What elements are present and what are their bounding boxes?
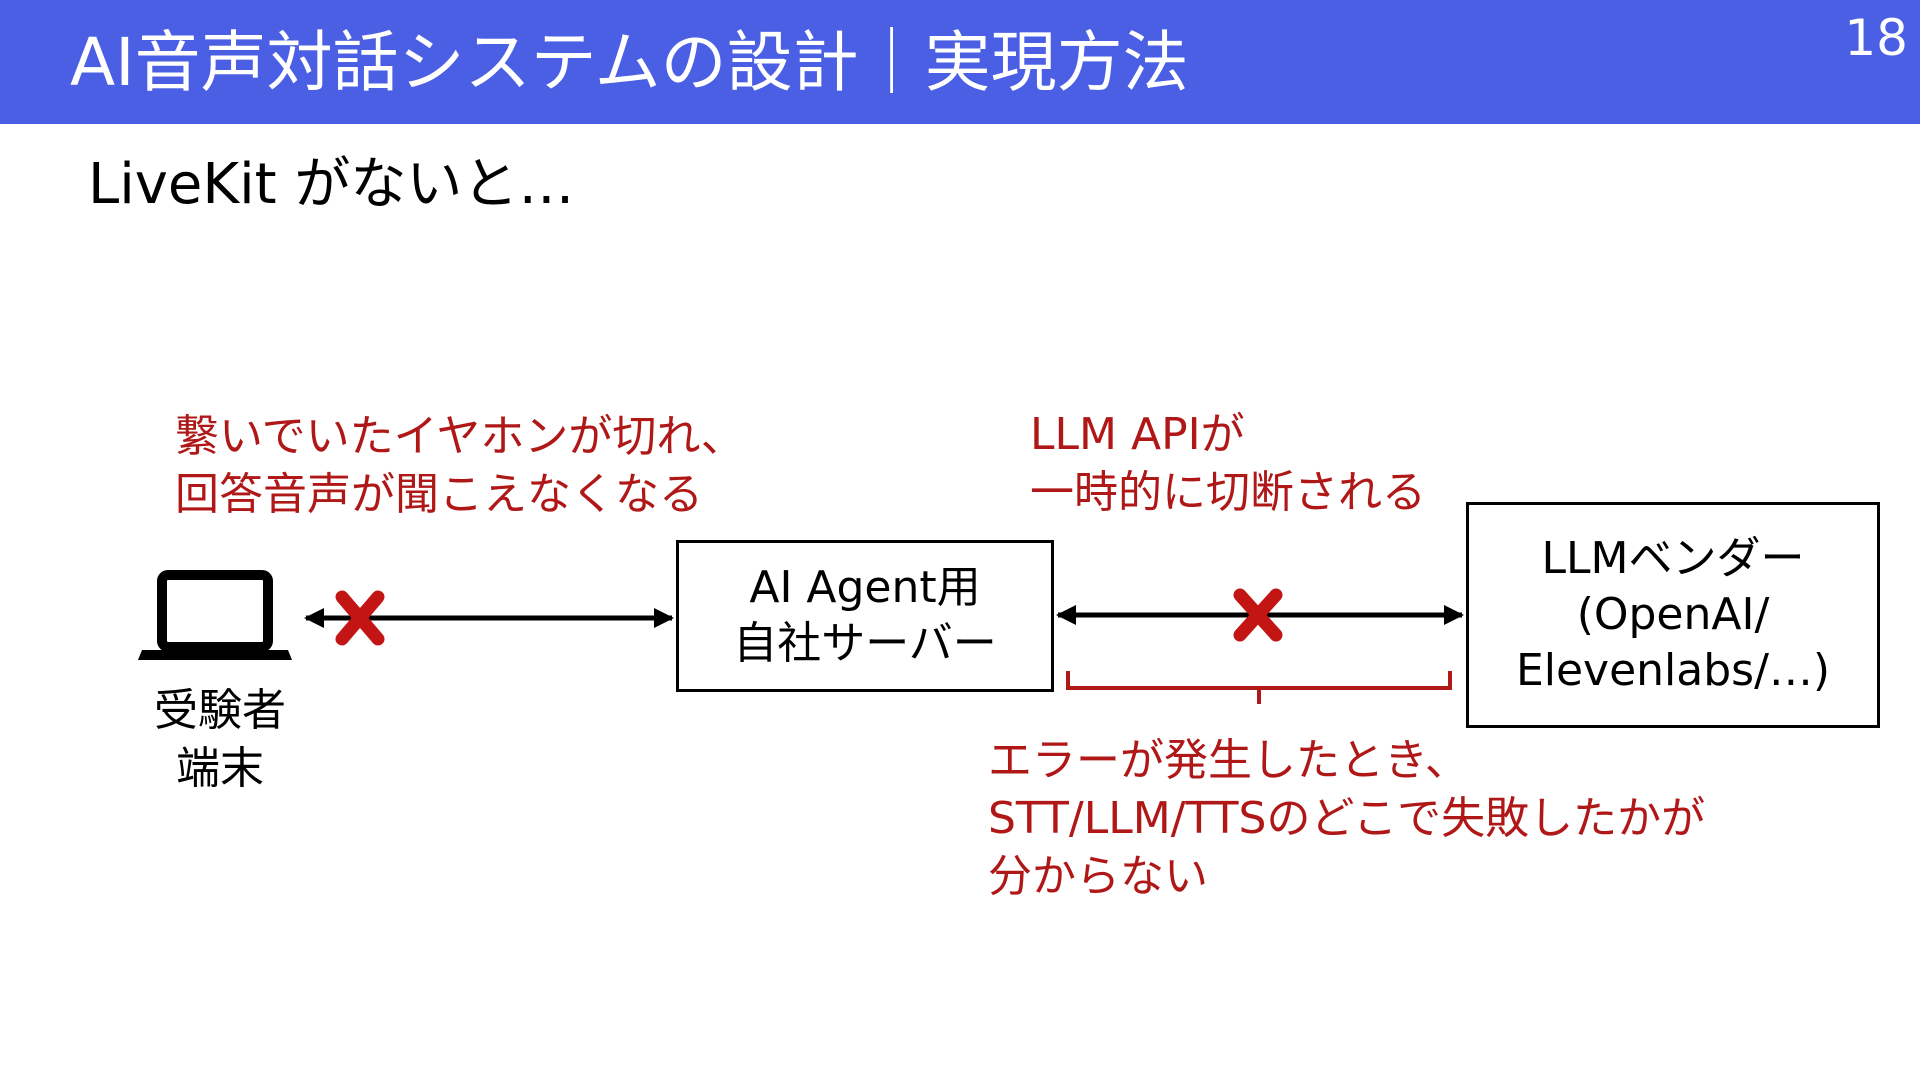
vendor-label-line: LLMベンダー bbox=[1541, 533, 1805, 584]
header-bar: AI音声対話システムの設計｜実現方法 18 bbox=[0, 0, 1920, 124]
note-line: エラーが発生したとき、 bbox=[988, 735, 1469, 786]
note-line: 繋いでいたイヤホンが切れ、 bbox=[175, 411, 745, 462]
llm-api-disconnect-note: LLM APIが 一時的に切断される bbox=[1030, 406, 1426, 522]
note-line: 回答音声が聞こえなくなる bbox=[175, 469, 703, 520]
note-line: LLM APIが bbox=[1030, 409, 1245, 460]
note-line: 一時的に切断される bbox=[1030, 467, 1426, 518]
terminal-label: 受験者 端末 bbox=[140, 682, 300, 798]
vendor-label-line: Elevenlabs/…) bbox=[1515, 645, 1831, 696]
agent-server-node: AI Agent用 自社サーバー bbox=[676, 540, 1054, 692]
page-number: 18 bbox=[1844, 9, 1908, 67]
laptop-icon bbox=[138, 570, 292, 660]
error-location-note: エラーが発生したとき、 STT/LLM/TTSのどこで失敗したかが 分からない bbox=[988, 732, 1705, 906]
terminal-label-line: 端末 bbox=[176, 743, 264, 794]
cross-icon bbox=[335, 590, 385, 646]
error-bracket bbox=[1066, 671, 1452, 704]
cross-icon bbox=[1233, 588, 1283, 642]
terminal-label-line: 受験者 bbox=[154, 685, 286, 736]
note-line: 分からない bbox=[988, 851, 1208, 902]
note-line: STT/LLM/TTSのどこで失敗したかが bbox=[988, 793, 1706, 844]
earphone-disconnect-note: 繋いでいたイヤホンが切れ、 回答音声が聞こえなくなる bbox=[175, 408, 745, 524]
server-label-line: AI Agent用 bbox=[749, 562, 981, 613]
llm-vendor-node: LLMベンダー (OpenAI/ Elevenlabs/…) bbox=[1466, 502, 1880, 728]
server-label-line: 自社サーバー bbox=[733, 618, 997, 669]
slide-title: AI音声対話システムの設計｜実現方法 bbox=[70, 24, 1189, 101]
subtitle: LiveKit がないと… bbox=[88, 152, 575, 217]
vendor-label-line: (OpenAI/ bbox=[1576, 589, 1770, 640]
